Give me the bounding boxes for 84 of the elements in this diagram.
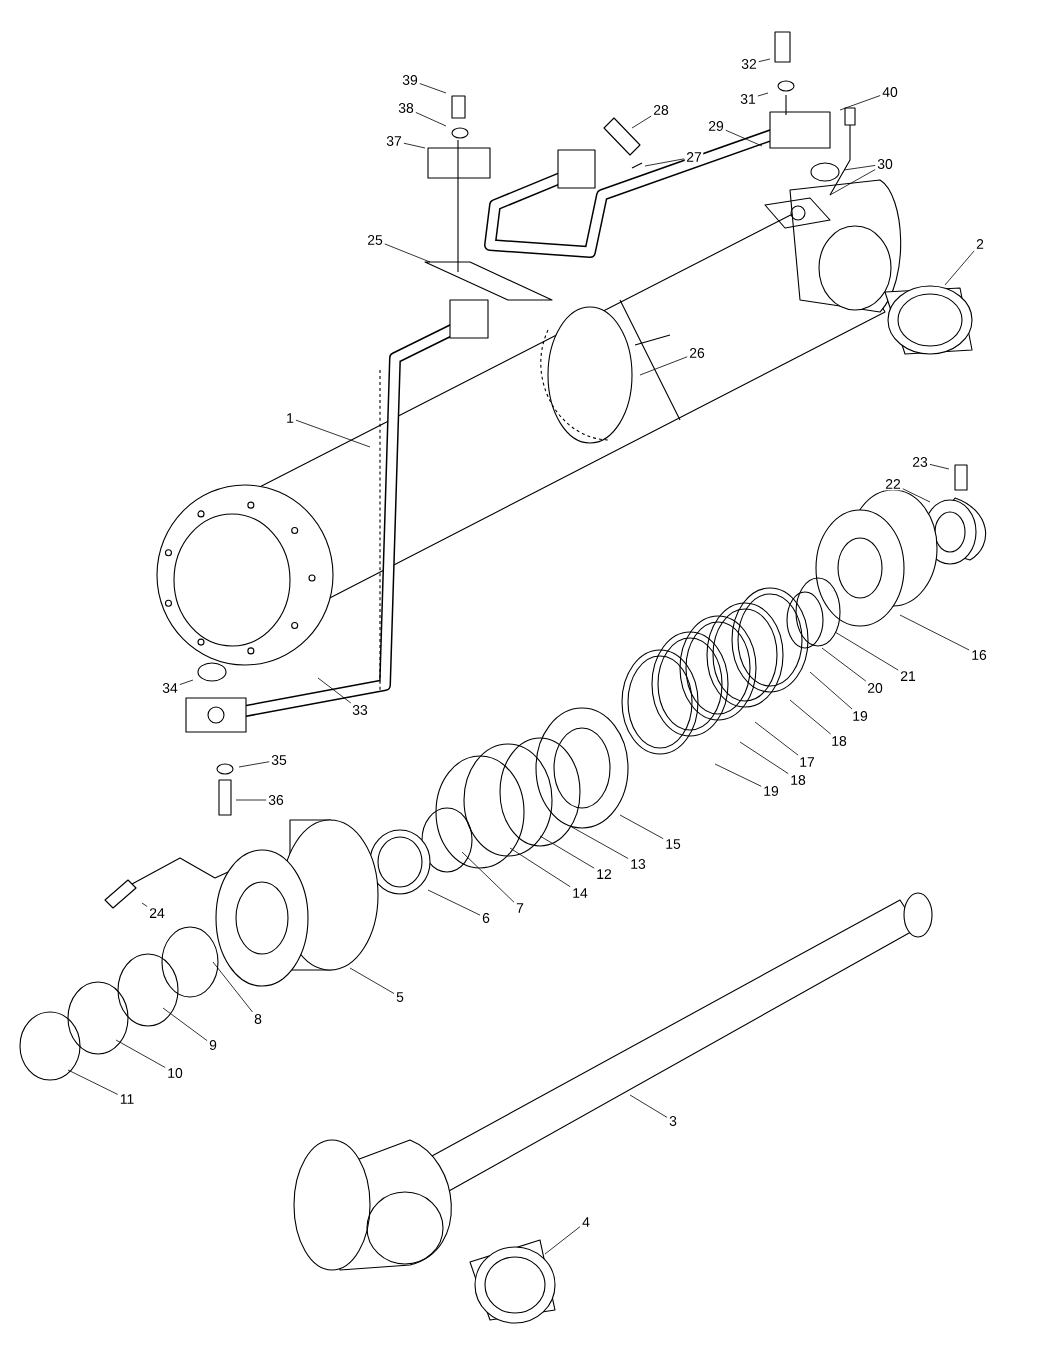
- leader-line: [899, 614, 970, 651]
- callout-number: 17: [797, 755, 817, 769]
- callout-number: 22: [883, 477, 903, 491]
- leader-line: [714, 763, 762, 787]
- callout-number: 15: [663, 837, 683, 851]
- callout-number: 27: [684, 150, 704, 164]
- leader-line: [162, 1007, 208, 1042]
- callout-number: 21: [898, 669, 918, 683]
- leader-line: [415, 112, 447, 127]
- leader-line: [115, 1039, 166, 1068]
- leader-line: [902, 488, 931, 503]
- leader-line: [403, 142, 426, 149]
- leader-line: [809, 671, 853, 710]
- callout-number: 18: [788, 773, 808, 787]
- callout-number: 16: [969, 648, 989, 662]
- leader-line: [619, 814, 664, 840]
- leader-line: [757, 92, 769, 97]
- leader-line: [238, 761, 270, 768]
- leader-line: [639, 356, 688, 376]
- leader-line: [758, 58, 771, 63]
- callout-number: 3: [667, 1114, 679, 1128]
- callout-number: 12: [594, 867, 614, 881]
- leader-line: [212, 961, 253, 1013]
- leader-line: [179, 679, 194, 685]
- callout-number: 31: [738, 92, 758, 106]
- leader-line: [725, 129, 763, 147]
- callout-number: 37: [384, 134, 404, 148]
- leader-line: [141, 902, 148, 907]
- callout-number: 34: [160, 681, 180, 695]
- callout-number: 5: [394, 990, 406, 1004]
- callout-number: 4: [580, 1215, 592, 1229]
- leader-line: [427, 889, 481, 916]
- leader-line: [644, 158, 685, 167]
- leader-line: [539, 835, 595, 869]
- callout-number: 10: [165, 1066, 185, 1080]
- callout-number: 7: [514, 901, 526, 915]
- callout-number: 36: [266, 793, 286, 807]
- leader-line: [384, 243, 431, 263]
- callout-number: 18: [829, 734, 849, 748]
- leader-line: [739, 741, 789, 774]
- callout-number: 19: [761, 784, 781, 798]
- leader-line: [843, 165, 876, 171]
- callout-number: 23: [910, 455, 930, 469]
- callout-number: 33: [350, 703, 370, 717]
- leader-line: [629, 1094, 668, 1118]
- leader-line: [295, 419, 371, 448]
- leader-line: [419, 83, 447, 94]
- callout-number: 2: [974, 237, 986, 251]
- leader-line: [821, 647, 867, 682]
- callout-number: 30: [875, 157, 895, 171]
- leader-line: [829, 169, 876, 196]
- callout-number: 1: [284, 411, 296, 425]
- leader-line: [349, 967, 395, 994]
- leader-line: [839, 95, 881, 111]
- callout-number: 8: [252, 1012, 264, 1026]
- leader-line: [544, 1226, 581, 1255]
- callout-number: 19: [850, 709, 870, 723]
- callout-number: 35: [269, 753, 289, 767]
- callout-number: 39: [400, 73, 420, 87]
- leader-line: [235, 799, 267, 801]
- leader-line: [569, 825, 629, 859]
- callout-number: 32: [739, 57, 759, 71]
- leader-line: [929, 463, 950, 470]
- callout-number: 11: [118, 1092, 136, 1106]
- callout-number: 13: [628, 857, 648, 871]
- callout-number: 29: [706, 119, 726, 133]
- leader-line: [631, 115, 652, 129]
- callout-number: 40: [880, 85, 900, 99]
- callout-number: 38: [396, 101, 416, 115]
- callout-number: 25: [365, 233, 385, 247]
- leader-line: [754, 721, 799, 756]
- leader-line: [944, 250, 975, 286]
- callout-number: 24: [147, 906, 167, 920]
- callout-number: 6: [480, 911, 492, 925]
- leader-line: [461, 851, 515, 903]
- callout-number: 9: [207, 1038, 219, 1052]
- leader-line: [789, 699, 832, 735]
- leader-line: [509, 847, 571, 888]
- callout-number: 20: [865, 681, 885, 695]
- leader-line: [317, 677, 352, 704]
- callout-number: 28: [651, 103, 671, 117]
- callout-number: 14: [570, 886, 590, 900]
- leader-line: [67, 1069, 119, 1095]
- leader-line: [834, 631, 899, 671]
